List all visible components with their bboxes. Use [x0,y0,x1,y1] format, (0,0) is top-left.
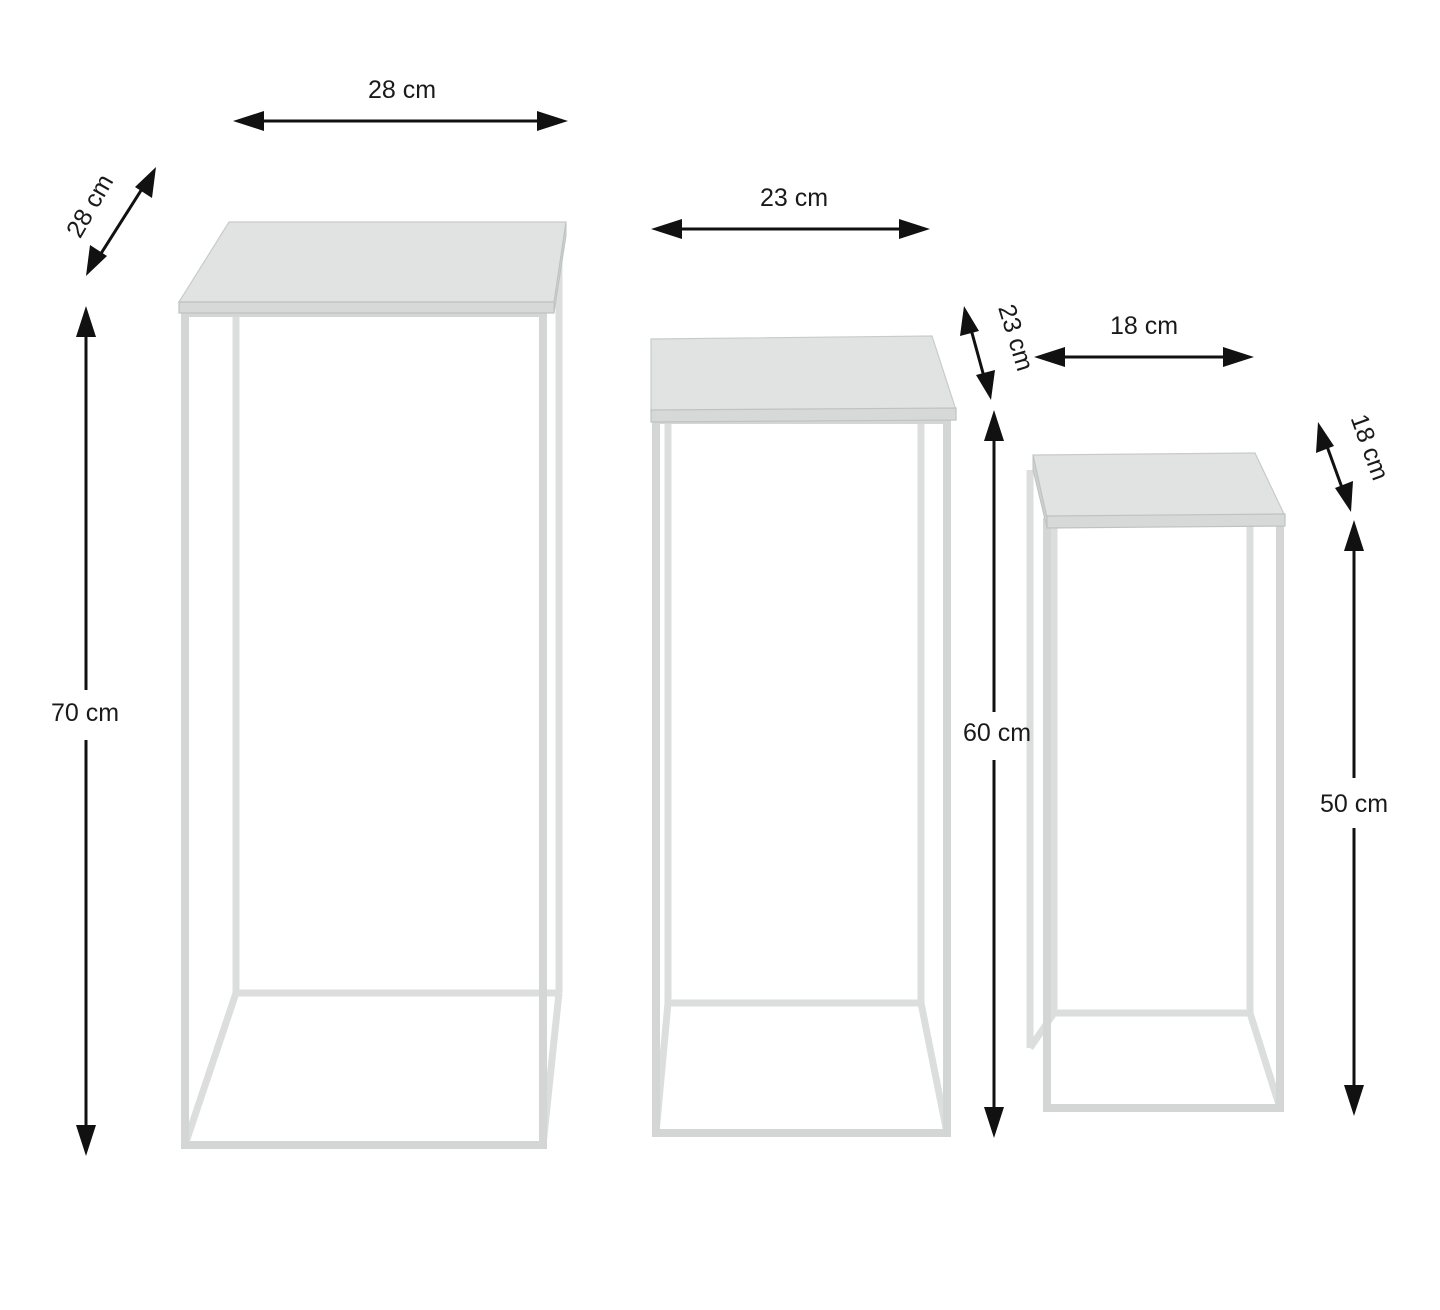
dim-large-height-label: 70 cm [51,699,119,727]
stand-medium-bottom-right-rail [917,1002,951,1134]
dim-medium-depth-label: 23 cm [992,301,1039,374]
stand-large [177,221,567,1149]
dim-large-depth: 28 cm [61,167,156,276]
dim-medium-height-label: 60 cm [963,719,1031,747]
dim-small-depth: 18 cm [1316,410,1394,512]
stand-small-top-side [1032,454,1048,529]
dim-medium-width-label: 23 cm [760,184,828,212]
dim-small-height-label: 50 cm [1320,790,1388,818]
dim-small-width: 18 cm [1034,312,1254,367]
dim-large-width: 28 cm [233,76,568,131]
stand-small-front-frame [1043,518,1284,1112]
dim-medium-depth: 23 cm [960,301,1039,400]
dim-large-depth-label: 28 cm [61,170,119,243]
stand-large-top-side [553,221,567,314]
dim-small-depth-label: 18 cm [1345,410,1395,484]
stand-medium-top-edge [650,407,957,423]
stand-small-bottom-right-rail [1246,1011,1284,1110]
stand-medium-top-plate [650,335,957,413]
dim-small-height: 50 cm [1320,520,1388,1116]
dim-medium-width: 23 cm [651,184,930,239]
dim-large-width-label: 28 cm [368,76,436,104]
stand-large-bottom-left-rail [181,991,240,1147]
stand-small [1026,452,1286,1112]
dim-small-width-label: 18 cm [1110,312,1178,340]
dim-large-height: 70 cm [51,306,119,1156]
dim-medium-height: 60 cm [963,410,1031,1138]
stand-large-top-edge [178,301,555,314]
stand-large-top-plate [177,221,567,303]
stand-medium [650,335,957,1137]
stand-small-top-plate [1032,452,1286,519]
stand-medium-front-frame [652,416,951,1137]
stand-small-top-edge [1046,513,1286,529]
